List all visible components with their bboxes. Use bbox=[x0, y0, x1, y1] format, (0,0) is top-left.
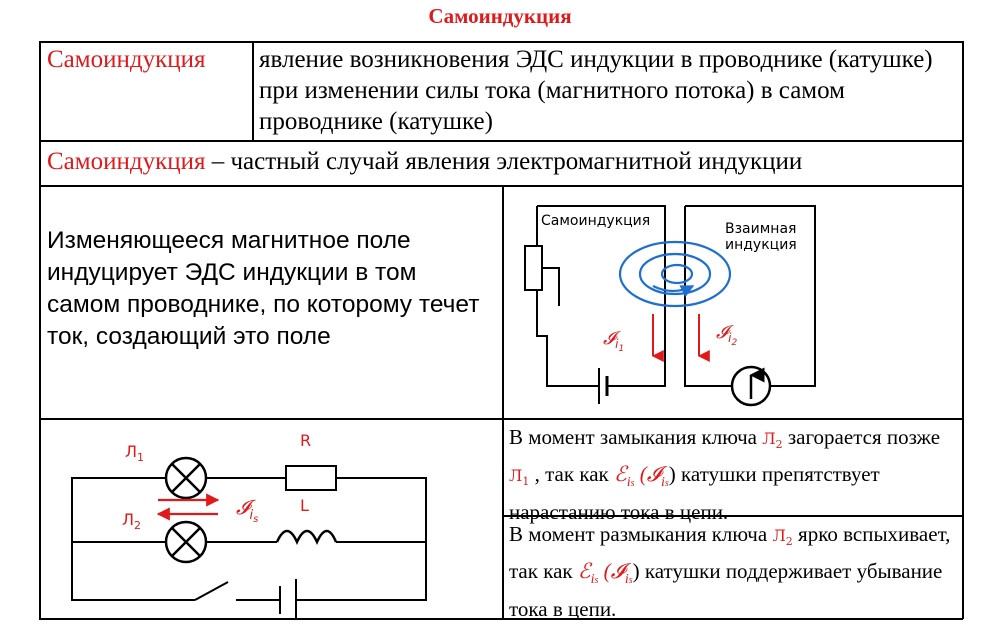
self-induction-circuit bbox=[524, 205, 666, 404]
closing-part1: В момент замыкания ключа bbox=[509, 425, 763, 449]
table-border-top bbox=[39, 41, 963, 43]
mutual-label-2: индукция bbox=[725, 237, 797, 253]
page-title: Самоиндукция bbox=[428, 4, 572, 28]
opening-lamp2-sub: 2 bbox=[785, 535, 793, 549]
closing-current-sub: i bbox=[660, 474, 665, 490]
special-case-term: Самоиндукция bbox=[47, 148, 206, 175]
closing-part4: катушки препятствует нарастанию тока в ц… bbox=[509, 461, 880, 525]
closing-lamp1: Л1 bbox=[509, 465, 530, 488]
opening-part3: катушки поддерживает убывание тока в цеп… bbox=[509, 558, 943, 622]
col-divider-middle bbox=[502, 185, 504, 619]
row-divider-2 bbox=[39, 185, 963, 187]
magnetic-field-lines bbox=[618, 240, 732, 308]
row-divider-1 bbox=[39, 140, 963, 142]
closing-emf-sub: i bbox=[626, 474, 631, 490]
opening-current-sub: i bbox=[624, 571, 629, 587]
resistor bbox=[285, 465, 337, 491]
closing-current-symbol: (𝓘 bbox=[639, 461, 661, 486]
col-divider-top bbox=[252, 41, 254, 141]
opening-emf-sub: i bbox=[590, 571, 595, 587]
closing-current-subsub: s bbox=[664, 477, 669, 489]
explanation-text: Изменяющееся магнитное поле индуцирует Э… bbox=[47, 227, 480, 350]
opening-emf: ℰis bbox=[577, 558, 599, 587]
closing-emf-subsub: s bbox=[630, 477, 635, 489]
mutual-label-1: Взаимная bbox=[725, 221, 796, 237]
lamp-circuit-diagram: Л1 Л2 R L 𝓘is bbox=[71, 431, 427, 618]
table-border-right bbox=[962, 41, 964, 619]
closing-current: (𝓘is bbox=[639, 461, 669, 490]
current-sub-right: i bbox=[728, 331, 732, 345]
lamp-1-symbol: Л bbox=[125, 442, 137, 461]
lamp-1-label: Л1 bbox=[125, 442, 144, 464]
current-sub-left: i bbox=[615, 337, 619, 351]
circuit-current-sub: i bbox=[250, 508, 254, 523]
cell-divider-bottom-right bbox=[502, 515, 963, 517]
inductor-coil bbox=[275, 529, 338, 546]
table-border-bottom bbox=[39, 618, 963, 620]
special-case-row: Самоиндукция – частный случай явления эл… bbox=[47, 146, 947, 177]
definition-term: Самоиндукция bbox=[47, 46, 206, 73]
circuit-current-label: 𝓘is bbox=[236, 495, 258, 525]
self-induction-label: Самоиндукция bbox=[541, 213, 650, 229]
circuit-wires bbox=[71, 477, 427, 618]
rheostat bbox=[524, 245, 543, 291]
lamp-2 bbox=[164, 520, 208, 564]
induction-diagram: Самоиндукция Взаимная индукция 𝓘i1 𝓘i2 bbox=[524, 205, 816, 407]
opening-lamp2: Л2 bbox=[772, 526, 793, 549]
closing-part2: загорается позже bbox=[782, 425, 941, 449]
lamp-1 bbox=[164, 456, 208, 500]
opening-current-symbol: (𝓘 bbox=[603, 558, 625, 583]
resistor-label: R bbox=[300, 431, 311, 450]
table-border-left bbox=[39, 41, 41, 619]
current-subsub-left: 1 bbox=[619, 344, 625, 354]
opening-emf-subsub: s bbox=[594, 574, 599, 586]
current-label-left: 𝓘i1 bbox=[603, 328, 624, 354]
closing-current-close: ) bbox=[668, 461, 676, 486]
opening-part1: В момент размыкания ключа bbox=[509, 522, 773, 546]
lamp-2-label: Л2 bbox=[122, 510, 141, 532]
row-divider-3 bbox=[39, 418, 963, 420]
current-label-right: 𝓘i2 bbox=[716, 322, 738, 348]
inductor-label: L bbox=[300, 496, 309, 515]
closing-lamp1-symbol: Л bbox=[509, 465, 523, 485]
current-subsub-right: 2 bbox=[732, 338, 738, 348]
lamp-1-sub: 1 bbox=[137, 451, 144, 464]
circuit-current-subsub: s bbox=[253, 514, 258, 525]
definition-text: явление возникновения ЭДС индукции в про… bbox=[259, 46, 933, 135]
lamp-2-sub: 2 bbox=[134, 519, 141, 532]
opening-current: (𝓘is bbox=[603, 558, 633, 587]
closing-lamp2-sub: 2 bbox=[775, 438, 783, 452]
rheostat-slider bbox=[543, 267, 560, 306]
closing-key-text: В момент замыкания ключа Л2 загорается п… bbox=[509, 423, 957, 527]
opening-lamp2-symbol: Л bbox=[772, 526, 786, 545]
opening-current-subsub: s bbox=[628, 574, 633, 586]
special-case-text: – частный случай явления электромагнитно… bbox=[205, 148, 803, 175]
closing-lamp1-sub: 1 bbox=[522, 474, 530, 488]
closing-emf: ℰis bbox=[613, 461, 635, 490]
opening-key-text: В момент размыкания ключа Л2 ярко вспыхи… bbox=[509, 520, 957, 624]
closing-part3: , так как bbox=[529, 461, 614, 486]
opening-part2: ярко вспыхивает, так как bbox=[509, 522, 951, 583]
galvanometer bbox=[730, 365, 772, 407]
closing-lamp2: Л2 bbox=[762, 429, 783, 452]
opening-current-close: ) bbox=[632, 558, 640, 583]
closing-emf-symbol: ℰ bbox=[613, 461, 627, 486]
closing-lamp2-symbol: Л bbox=[762, 429, 776, 448]
opening-emf-symbol: ℰ bbox=[577, 558, 591, 583]
lamp-2-symbol: Л bbox=[122, 510, 134, 529]
